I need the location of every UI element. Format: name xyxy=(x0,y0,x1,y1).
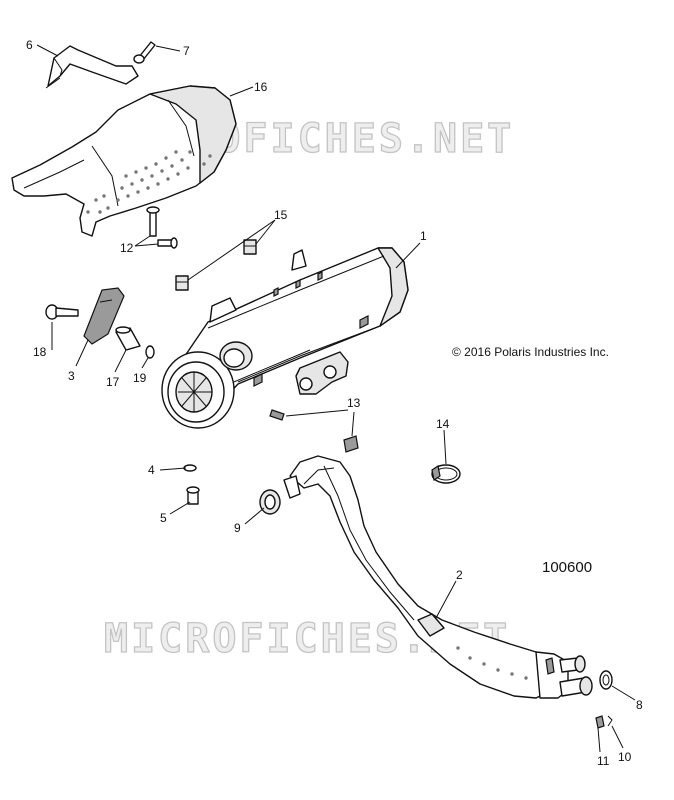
leader-lines xyxy=(36,44,636,753)
callout-17: 17 xyxy=(106,375,120,389)
part-12-bolts xyxy=(146,206,178,249)
part-15-clips xyxy=(175,239,257,291)
callout-1: 1 xyxy=(420,229,427,243)
part-11-nut xyxy=(595,715,605,729)
part-1-muffler xyxy=(161,247,409,429)
part-18-bolt xyxy=(45,304,79,320)
part-6-bracket xyxy=(45,45,139,89)
callout-labels: 6 7 16 15 12 1 18 3 17 19 13 14 4 5 9 2 … xyxy=(26,38,643,768)
part-17-spacer xyxy=(115,326,141,351)
copyright-notice: © 2016 Polaris Industries Inc. xyxy=(452,345,609,359)
part-13-sensors xyxy=(269,409,359,453)
part-5-fastener xyxy=(186,486,200,505)
part-19-washer xyxy=(145,345,155,359)
callout-11: 11 xyxy=(597,754,610,768)
part-16-heat-shield xyxy=(11,85,237,237)
drawing-number: 100600 xyxy=(542,559,592,576)
part-7-bolt xyxy=(133,41,156,64)
callout-13: 13 xyxy=(347,396,361,410)
callout-15: 15 xyxy=(274,208,288,222)
heat-shield-perforations xyxy=(86,150,212,214)
callout-16: 16 xyxy=(254,80,268,94)
callout-3: 3 xyxy=(68,369,75,383)
part-2-head-pipe xyxy=(283,455,593,699)
callout-12: 12 xyxy=(120,241,134,255)
callout-14: 14 xyxy=(436,417,450,431)
callout-19: 19 xyxy=(133,371,147,385)
callout-4: 4 xyxy=(148,463,155,477)
callout-6: 6 xyxy=(26,38,33,52)
part-3-plate xyxy=(83,287,125,345)
part-8-gasket xyxy=(599,670,613,690)
callout-18: 18 xyxy=(33,345,47,359)
callout-7: 7 xyxy=(183,44,190,58)
part-9-gasket xyxy=(259,489,281,515)
callout-9: 9 xyxy=(234,521,241,535)
callout-2: 2 xyxy=(456,568,463,582)
part-10-clip xyxy=(607,715,613,727)
callout-8: 8 xyxy=(636,698,643,712)
callout-10: 10 xyxy=(618,750,632,764)
callout-5: 5 xyxy=(160,511,167,525)
part-14-clamp xyxy=(431,464,461,484)
